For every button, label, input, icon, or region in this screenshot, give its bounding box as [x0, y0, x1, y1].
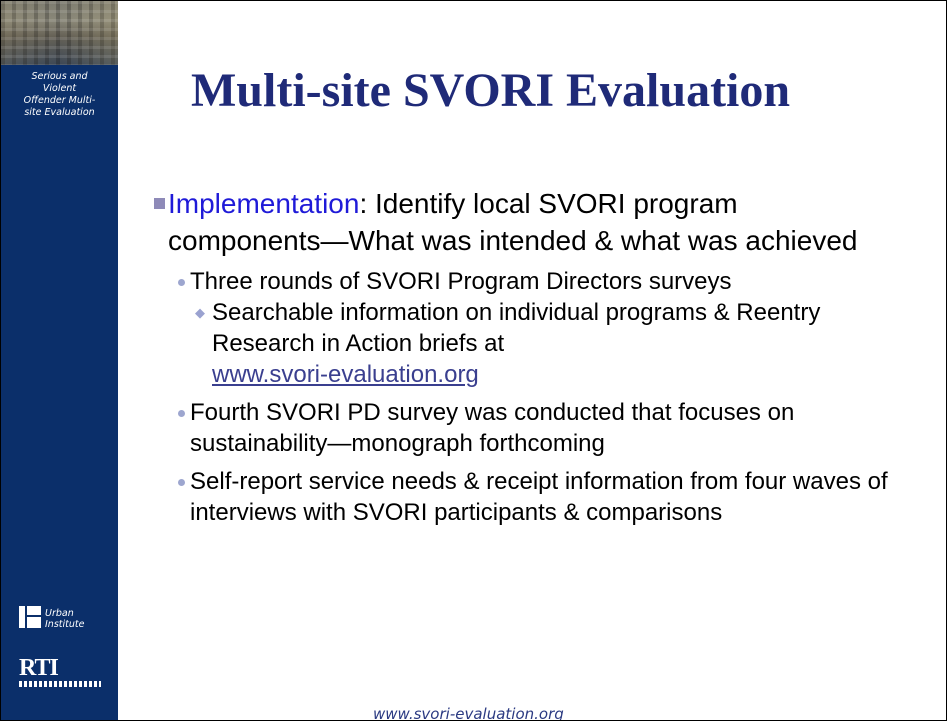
sub-bullet-point: Self-report service needs & receipt info… [176, 466, 894, 528]
urban-logo-line: Urban [45, 608, 74, 619]
rti-logo: RTI [19, 655, 59, 681]
main-bullet-point: Implementation: Identify local SVORI pro… [154, 185, 894, 259]
dot-bullet-icon [178, 279, 185, 286]
sub-point-text: Fourth SVORI PD survey was conducted tha… [190, 399, 795, 457]
dot-bullet-icon [178, 410, 185, 417]
caption-line: site Evaluation [24, 107, 95, 118]
slide-body: Implementation: Identify local SVORI pro… [154, 185, 894, 528]
urban-institute-logo: Urban Institute [19, 606, 119, 638]
urban-institute-mark-icon [19, 606, 41, 628]
urban-institute-text: Urban Institute [45, 608, 84, 630]
implementation-highlight: Implementation [168, 188, 360, 219]
caption-line: Serious and [31, 71, 88, 82]
sub-bullet-point: Three rounds of SVORI Program Directors … [176, 266, 894, 297]
sub-bullet-point: Fourth SVORI PD survey was conducted tha… [176, 397, 894, 459]
caption-line: Violent [42, 83, 77, 94]
dot-bullet-icon [178, 479, 185, 486]
sub-sub-point-text: Searchable information on individual pro… [212, 299, 821, 357]
rti-logo-subline [19, 681, 101, 687]
sidebar: Serious and Violent Offender Multi- site… [1, 1, 119, 720]
main-point-text: : Identify local SVORI program component… [168, 188, 858, 256]
svori-evaluation-link[interactable]: www.svori-evaluation.org [212, 361, 479, 388]
slide-title: Multi-site SVORI Evaluation [191, 64, 791, 117]
caption-line: Offender Multi- [23, 95, 96, 106]
street-photo [1, 1, 118, 65]
footer-url: www.svori-evaluation.org [373, 705, 564, 721]
urban-logo-line: Institute [45, 619, 85, 630]
diamond-bullet-icon: ◆ [195, 305, 205, 320]
sidebar-caption: Serious and Violent Offender Multi- site… [1, 71, 118, 119]
sub-point-text: Three rounds of SVORI Program Directors … [190, 268, 732, 295]
sub-point-text: Self-report service needs & receipt info… [190, 468, 888, 526]
square-bullet-icon [154, 198, 165, 209]
sub-sub-bullet-point: ◆ Searchable information on individual p… [195, 297, 894, 390]
